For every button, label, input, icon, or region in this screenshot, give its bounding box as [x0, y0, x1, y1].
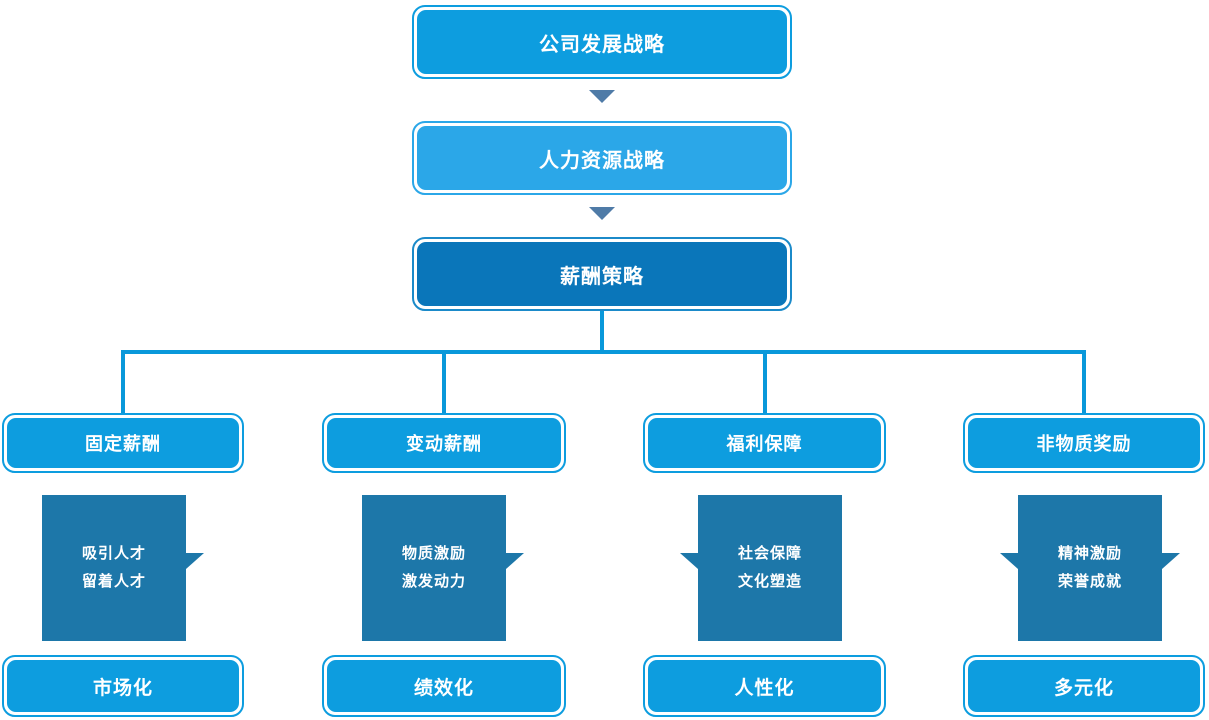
node-company-strategy: 公司发展战略 — [412, 5, 792, 79]
callout-line: 社会保障 — [737, 545, 802, 562]
connector-horizontal — [121, 350, 1086, 354]
callout-benefits: 社会保障 文化塑造 — [680, 495, 842, 641]
node-compensation-strategy-label: 薪酬策略 — [417, 242, 787, 306]
tail-right-icon — [186, 553, 204, 569]
callout-line: 激发动力 — [401, 573, 466, 590]
callout-nonmaterial-rewards: 精神激励 荣誉成就 — [1000, 495, 1180, 641]
node-diversification: 多元化 — [963, 655, 1205, 717]
node-benefits-label: 福利保障 — [648, 418, 881, 468]
connector-drop-4 — [1082, 352, 1086, 413]
callout-line: 留着人才 — [81, 573, 146, 590]
callout-line: 吸引人才 — [81, 545, 146, 562]
connector-drop-2 — [442, 352, 446, 413]
tail-right-icon — [1162, 553, 1180, 569]
node-fixed-pay-header: 固定薪酬 — [2, 413, 244, 473]
node-humanization-label: 人性化 — [648, 660, 881, 712]
node-variable-pay-label: 变动薪酬 — [327, 418, 561, 468]
callout-variable-pay: 物质激励 激发动力 — [362, 495, 524, 641]
callout-line: 文化塑造 — [737, 573, 802, 590]
node-fixed-pay-label: 固定薪酬 — [7, 418, 239, 468]
node-compensation-strategy: 薪酬策略 — [412, 237, 792, 311]
node-marketization: 市场化 — [2, 655, 244, 717]
callout-line: 物质激励 — [401, 545, 466, 562]
node-diversification-label: 多元化 — [968, 660, 1200, 712]
node-hr-strategy-label: 人力资源战略 — [417, 126, 787, 190]
connector-stem — [600, 311, 604, 352]
node-performance-based: 绩效化 — [322, 655, 566, 717]
connector-drop-3 — [763, 352, 767, 413]
callout-fixed-pay: 吸引人才 留着人才 — [42, 495, 204, 641]
node-humanization: 人性化 — [643, 655, 886, 717]
connector-drop-1 — [121, 352, 125, 413]
tail-left-icon — [680, 553, 698, 569]
node-variable-pay-header: 变动薪酬 — [322, 413, 566, 473]
down-arrow-icon — [589, 90, 615, 103]
node-nonmaterial-rewards-header: 非物质奖励 — [963, 413, 1205, 473]
tail-right-icon — [506, 553, 524, 569]
node-company-strategy-label: 公司发展战略 — [417, 10, 787, 74]
callout-line: 荣誉成就 — [1057, 573, 1122, 590]
tail-left-icon — [1000, 553, 1018, 569]
down-arrow-icon — [589, 207, 615, 220]
node-performance-based-label: 绩效化 — [327, 660, 561, 712]
node-hr-strategy: 人力资源战略 — [412, 121, 792, 195]
node-nonmaterial-rewards-label: 非物质奖励 — [968, 418, 1200, 468]
node-benefits-header: 福利保障 — [643, 413, 886, 473]
node-marketization-label: 市场化 — [7, 660, 239, 712]
callout-line: 精神激励 — [1057, 545, 1122, 562]
